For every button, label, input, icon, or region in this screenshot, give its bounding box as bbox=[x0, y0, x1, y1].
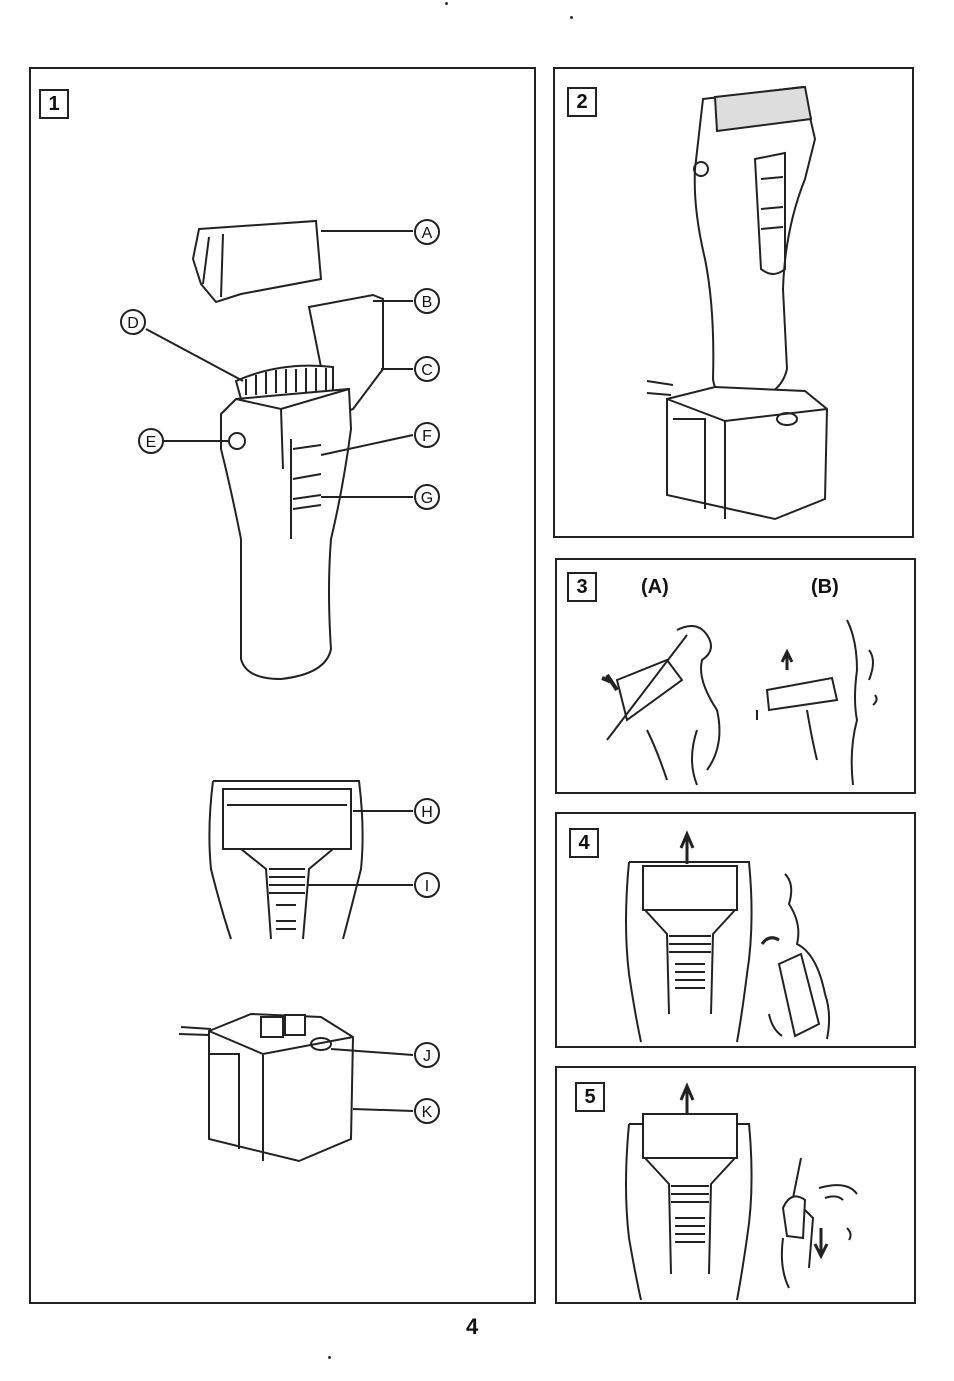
print-speck bbox=[445, 2, 448, 5]
callout-i: I bbox=[425, 878, 429, 895]
callout-h: H bbox=[421, 804, 433, 821]
callout-g: G bbox=[421, 490, 433, 507]
trimmer-usage-illustration-5 bbox=[557, 1068, 914, 1302]
callout-j: J bbox=[423, 1048, 431, 1065]
print-speck bbox=[328, 1356, 331, 1359]
shaving-angle-illustration bbox=[557, 560, 914, 792]
callout-e: E bbox=[146, 434, 157, 451]
shaver-exploded-illustration: A B C D E F G H I J K bbox=[31, 69, 534, 1302]
callout-b: B bbox=[422, 294, 433, 311]
figure-3-panel: 3 (A) (B) bbox=[555, 558, 916, 794]
callout-a: A bbox=[422, 225, 433, 242]
callout-d: D bbox=[127, 315, 139, 332]
callout-k: K bbox=[422, 1104, 433, 1121]
page-number: 4 bbox=[466, 1314, 478, 1340]
figure-1-panel: 1 bbox=[29, 67, 536, 1304]
trimmer-usage-illustration-4 bbox=[557, 814, 914, 1046]
figure-2-panel: 2 bbox=[553, 67, 914, 538]
print-speck bbox=[570, 16, 573, 19]
callout-f: F bbox=[422, 428, 432, 445]
shaver-on-charger-illustration bbox=[555, 69, 912, 536]
callout-c: C bbox=[421, 362, 433, 379]
figure-4-panel: 4 bbox=[555, 812, 916, 1048]
figure-5-panel: 5 bbox=[555, 1066, 916, 1304]
